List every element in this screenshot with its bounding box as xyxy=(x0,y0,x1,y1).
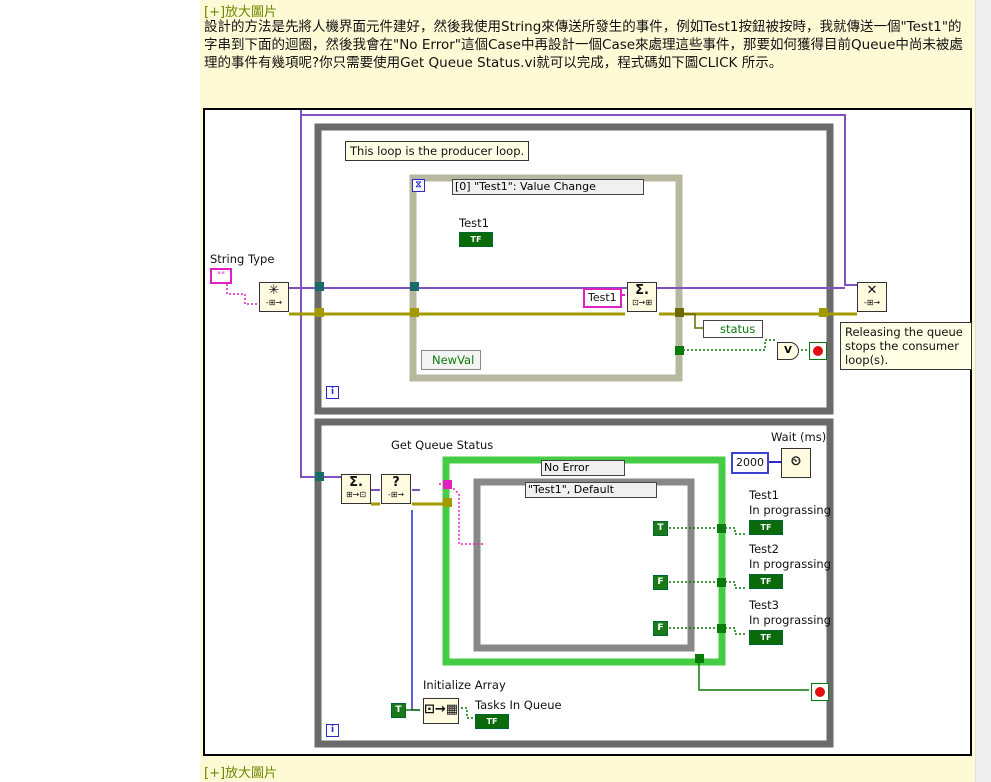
consumer-stop-terminal[interactable] xyxy=(811,683,829,701)
get-queue-status-label: Get Queue Status xyxy=(391,438,494,452)
event-timeout-icon: ⧖ xyxy=(412,179,425,192)
test2-bool-constant[interactable]: F xyxy=(653,575,668,590)
string-type-constant[interactable]: "" xyxy=(210,268,232,284)
status-unbundle: status xyxy=(703,320,763,338)
enlarge-image-link-bottom[interactable]: [+]放大圖片 xyxy=(204,766,278,781)
event-selector[interactable]: [0] "Test1": Value Change xyxy=(452,179,644,195)
error-shift-register xyxy=(315,308,327,318)
consumer-while-loop xyxy=(314,418,834,748)
indicator-test2-sublabel: In prograssing xyxy=(749,557,831,571)
producer-stop-terminal[interactable] xyxy=(809,342,827,360)
consumer-iteration-terminal: i xyxy=(326,724,339,737)
string-type-label: String Type xyxy=(210,252,275,266)
wait-value-constant[interactable]: 2000 xyxy=(731,452,769,474)
tasks-in-queue-label: Tasks In Queue xyxy=(475,698,562,712)
newval-node: NewVal xyxy=(421,350,481,370)
status-label: status xyxy=(720,322,756,336)
obtain-queue-icon[interactable]: ✳-⊞→ xyxy=(259,282,289,312)
description-paragraph: 設計的方法是先將人機界面元件建好，然後我使用String來傳送所發生的事件，例如… xyxy=(204,19,963,71)
or-function-icon[interactable]: V xyxy=(777,342,799,360)
get-queue-status-icon[interactable]: ?-⊞→ xyxy=(381,474,411,504)
test1-control[interactable]: TF xyxy=(459,232,493,247)
test1-bool-constant[interactable]: T xyxy=(653,521,668,536)
indicator-test3-sublabel: In prograssing xyxy=(749,613,831,627)
indicator-test2-label: Test2 xyxy=(749,542,779,556)
indicator-test1-label: Test1 xyxy=(749,488,779,502)
tasks-in-queue-indicator: TF xyxy=(475,714,509,729)
indicator-test3-label: Test3 xyxy=(749,598,779,612)
case-test1-default-selector[interactable]: "Test1", Default xyxy=(525,482,657,498)
init-array-bool-constant[interactable]: T xyxy=(391,703,406,718)
dequeue-icon[interactable]: Σ.⊞→⊡ xyxy=(341,474,371,504)
release-queue-icon[interactable]: ✕-⊞→ xyxy=(857,282,887,312)
test1-control-label: Test1 xyxy=(459,216,489,230)
indicator-test1-sublabel: In prograssing xyxy=(749,503,831,517)
wait-ms-icon[interactable]: ⏲ xyxy=(781,448,811,478)
test3-in-progress-indicator: TF xyxy=(749,630,783,645)
test3-bool-constant[interactable]: F xyxy=(653,621,668,636)
newval-label: NewVal xyxy=(432,353,475,367)
producer-iteration-terminal: i xyxy=(326,386,339,399)
producer-while-loop xyxy=(314,123,834,415)
enlarge-image-link-top[interactable]: [+]放大圖片 xyxy=(204,5,278,20)
diagram-wires xyxy=(226,110,857,748)
event-structure xyxy=(409,174,683,382)
page-scrollbar[interactable] xyxy=(975,0,991,782)
release-queue-note: Releasing the queue stops the consumer l… xyxy=(840,322,972,370)
block-diagram[interactable]: This loop is the producer loop. [0] "Tes… xyxy=(203,108,972,756)
initialize-array-label: Initialize Array xyxy=(423,678,506,692)
initialize-array-icon[interactable]: ⊡→▦ xyxy=(423,698,459,724)
producer-note: This loop is the producer loop. xyxy=(345,141,530,161)
wait-label: Wait (ms) xyxy=(771,430,827,444)
case-no-error-selector[interactable]: No Error xyxy=(541,460,625,476)
test1-in-progress-indicator: TF xyxy=(749,520,783,535)
test2-in-progress-indicator: TF xyxy=(749,574,783,589)
test1-string-constant[interactable]: Test1 xyxy=(583,288,622,308)
enqueue-element-icon[interactable]: Σ.⊡→⊞ xyxy=(627,282,657,312)
